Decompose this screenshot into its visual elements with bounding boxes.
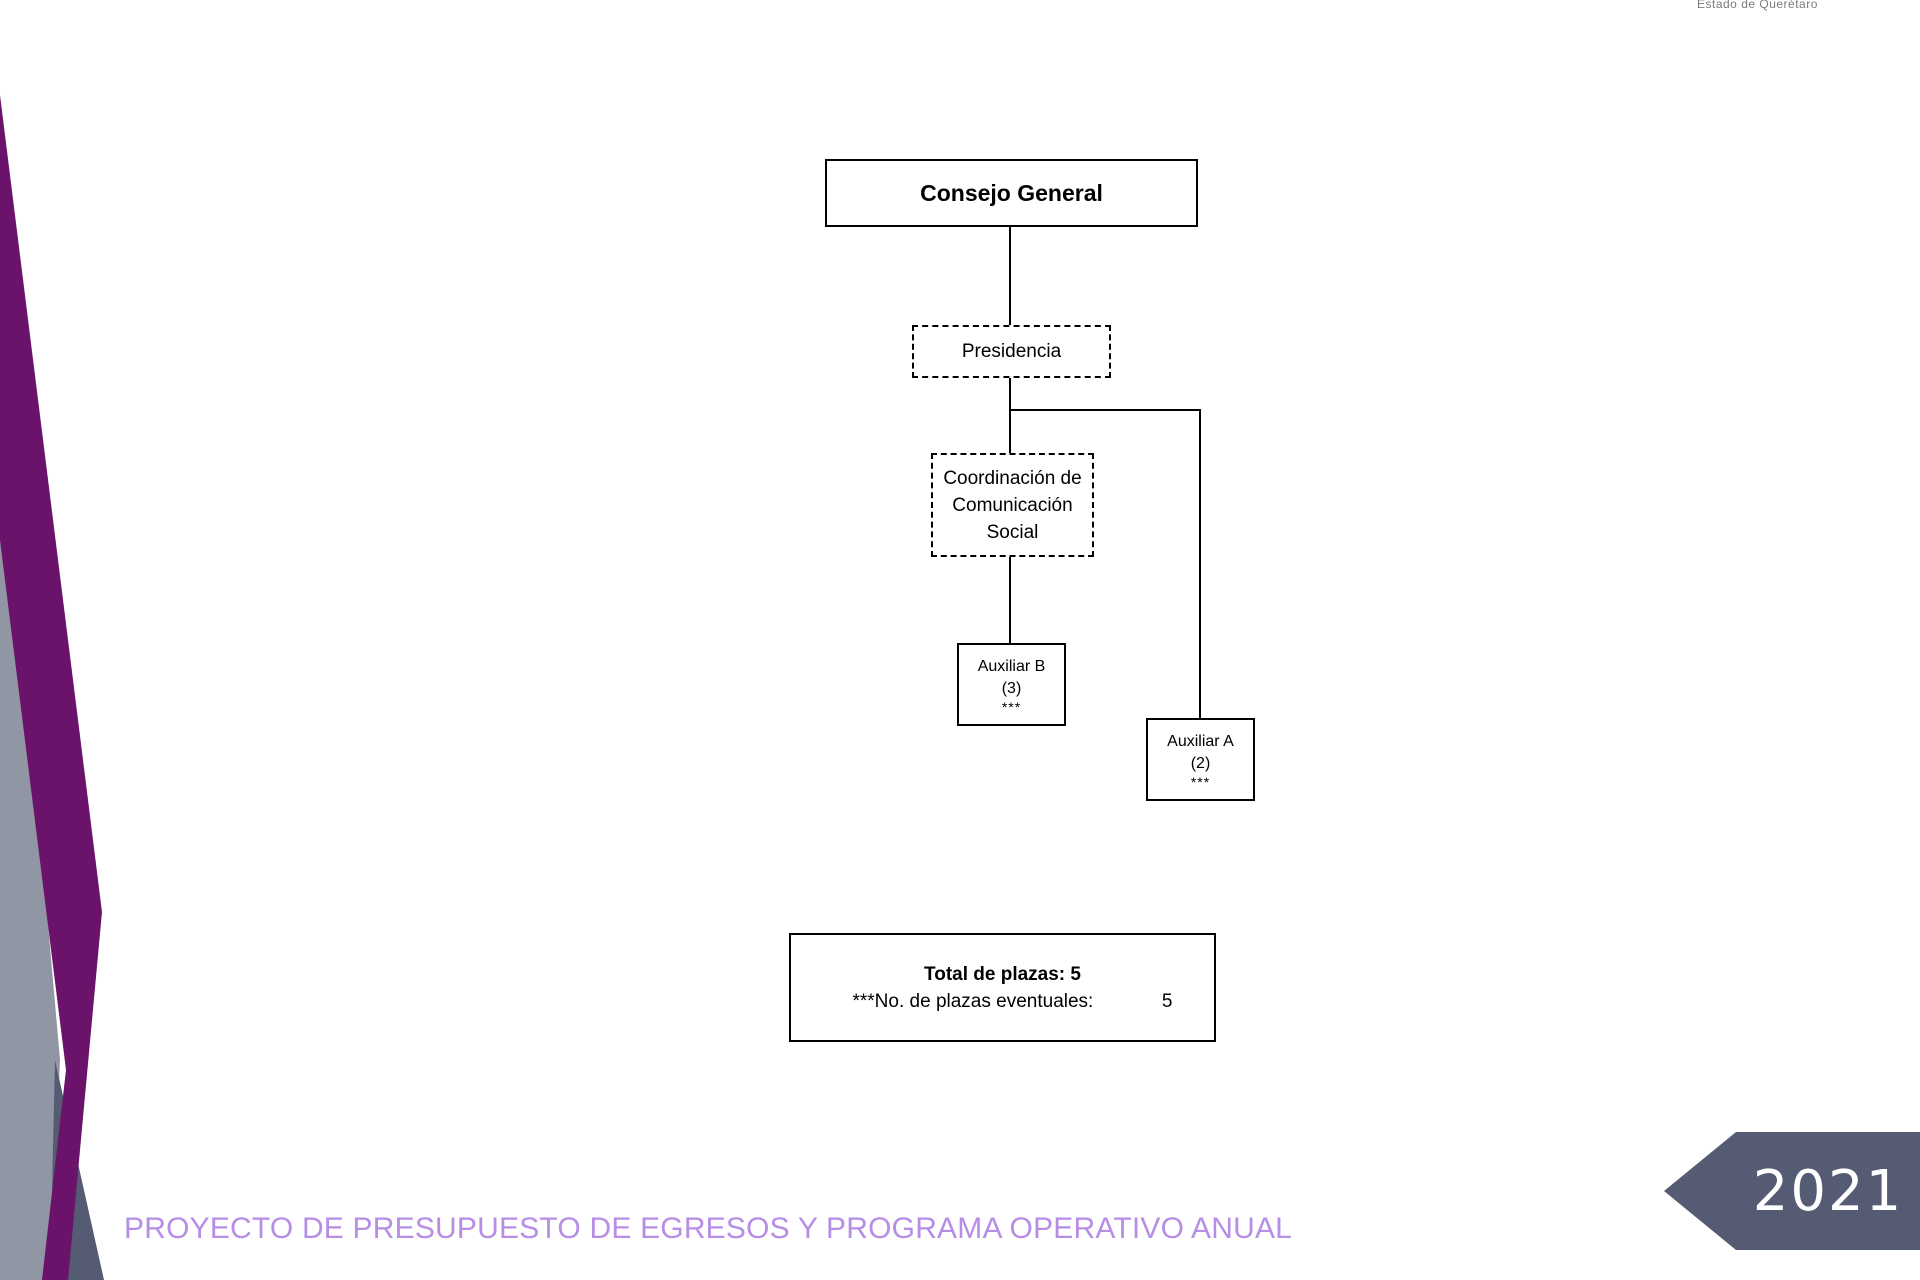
left-decorative-chevron	[0, 95, 104, 1280]
node-presidencia: Presidencia	[912, 325, 1111, 378]
node-auxiliar-a: Auxiliar A (2) ***	[1146, 718, 1255, 801]
summary-eventuales-row: ***No. de plazas eventuales: 5	[833, 988, 1173, 1015]
node-coordinacion-line2: Comunicación	[952, 494, 1073, 516]
node-coordinacion-line3: Social	[986, 521, 1039, 543]
node-consejo-general: Consejo General	[825, 159, 1198, 227]
node-auxiliar-b-title: Auxiliar B	[977, 657, 1046, 675]
summary-eventuales-label: ***No. de plazas eventuales:	[852, 990, 1094, 1012]
year-label: 2021	[1752, 1159, 1904, 1224]
node-consejo-general-label: Consejo General	[920, 179, 1103, 206]
node-auxiliar-b: Auxiliar B (3) ***	[957, 643, 1066, 726]
summary-box: Total de plazas: 5 ***No. de plazas even…	[789, 933, 1216, 1042]
purple-chevron-shape	[0, 95, 102, 1280]
connector-branch-auxiliar-a	[1199, 409, 1201, 718]
node-auxiliar-b-count: (3)	[1001, 679, 1022, 697]
node-coordinacion-comunicacion-social: Coordinación de Comunicación Social	[931, 453, 1094, 557]
connector-branch-horizontal	[1009, 409, 1201, 411]
node-auxiliar-a-mark: ***	[1190, 773, 1211, 790]
summary-total: Total de plazas: 5	[924, 963, 1081, 985]
connector-coordinacion-auxiliar-b	[1009, 557, 1011, 643]
header-organization-text: Estado de Querétaro	[1697, 0, 1818, 11]
node-auxiliar-a-count: (2)	[1190, 754, 1211, 772]
node-auxiliar-b-mark: ***	[1001, 698, 1022, 715]
footer-title: PROYECTO DE PRESUPUESTO DE EGRESOS Y PRO…	[124, 1212, 1293, 1245]
year-tag-shape	[1664, 1132, 1920, 1250]
node-presidencia-label: Presidencia	[961, 340, 1062, 362]
connector-presidencia-coordinacion	[1009, 378, 1011, 453]
node-auxiliar-a-title: Auxiliar A	[1167, 732, 1234, 750]
connector-consejo-presidencia	[1009, 227, 1011, 325]
summary-eventuales-value: 5	[1161, 990, 1173, 1012]
node-coordinacion-line1: Coordinación de	[943, 467, 1082, 489]
